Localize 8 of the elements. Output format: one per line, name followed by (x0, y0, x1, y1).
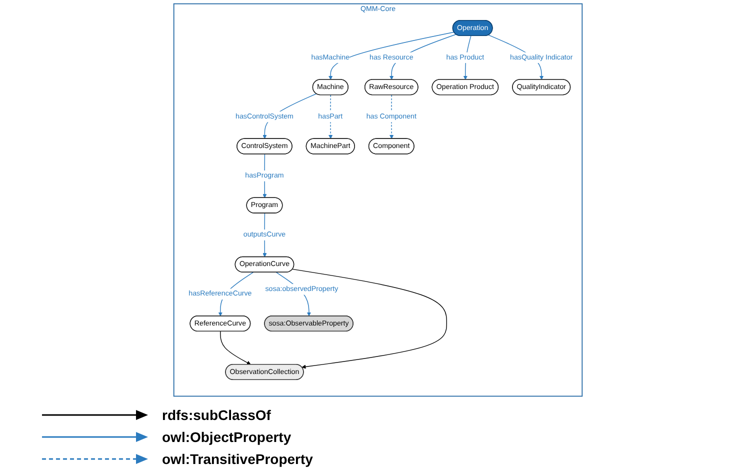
arrow (220, 331, 251, 365)
arrow (328, 94, 333, 139)
arrow (328, 32, 454, 80)
arrow (390, 94, 394, 139)
legend-label: owl:TransitiveProperty (162, 451, 313, 467)
arrow (292, 268, 447, 369)
legend-label: owl:ObjectProperty (162, 429, 292, 445)
legend-label: rdfs:subClassOf (162, 407, 271, 423)
